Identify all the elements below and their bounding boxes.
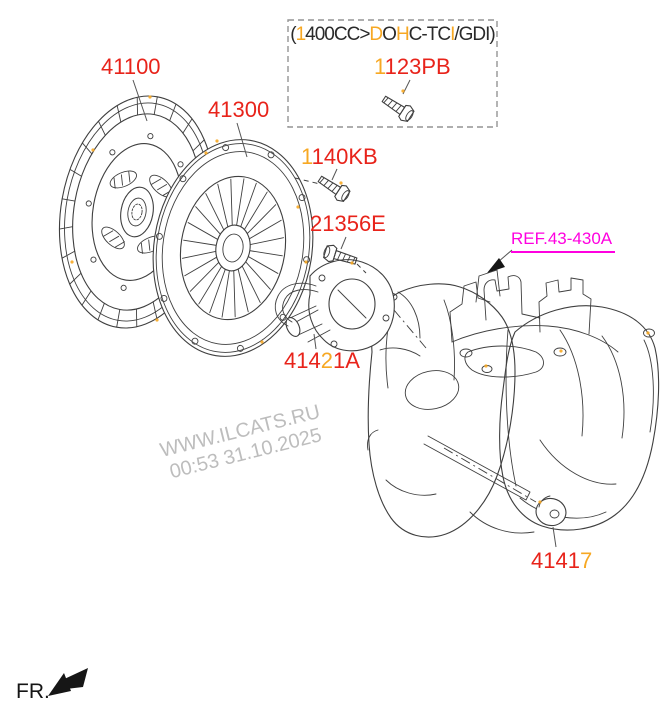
part-label-21356e[interactable]: 21356E [310, 213, 386, 235]
part-label-segment: 41100 [101, 54, 161, 79]
part-label-segment: 140KB [311, 144, 378, 169]
variant-title-segment: 1 [295, 24, 307, 45]
part-label-1140kb[interactable]: 1140KB [301, 146, 378, 168]
assembly-dashed-connectors [294, 177, 537, 503]
highlight-dots [70, 89, 650, 504]
part-label-41417[interactable]: 41417 [531, 550, 592, 572]
variant-dashed-box [287, 19, 498, 128]
variant-title: (1400CC>DOHC-TCI/GDI) [288, 24, 497, 46]
variant-title-segment: 400CC> [305, 24, 370, 45]
ref-arrow [487, 249, 513, 273]
ref-link-43-430a[interactable]: REF.43-430A [511, 229, 616, 253]
part-label-segment: 1A [332, 348, 360, 373]
plug-drawing [535, 495, 567, 527]
variant-title-segment: I [450, 24, 455, 45]
variant-title-segment: /GDI) [454, 24, 495, 45]
variant-title-segment: O [382, 24, 397, 45]
variant-title-segment: C-TC [408, 24, 451, 45]
variant-title-segment: ( [290, 24, 296, 45]
variant-title-segment: D [369, 24, 383, 45]
part-label-41421a[interactable]: 41421A [284, 350, 360, 372]
part-label-segment: 123PB [384, 54, 451, 79]
part-label-segment: 2 [320, 348, 333, 373]
transmission-drawing [367, 269, 660, 538]
part-label-41300[interactable]: 41300 [208, 99, 269, 121]
part-label-1123pb[interactable]: 1123PB [374, 56, 451, 78]
clutch-cover-drawing [152, 139, 314, 357]
part-label-segment: 7 [579, 548, 593, 573]
part-label-41100[interactable]: 41100 [101, 56, 161, 78]
fr-direction-label: FR. [16, 680, 50, 703]
fr-direction-arrow-icon [48, 668, 88, 696]
hex-bolt-1123pb-drawing [378, 91, 417, 125]
part-label-segment: 414 [284, 348, 321, 373]
variant-title-segment: H [395, 24, 410, 45]
part-label-segment: 1 [374, 54, 385, 79]
part-label-segment: 4141 [531, 548, 580, 573]
part-label-segment: 41300 [208, 97, 270, 122]
release-cylinder-drawing [274, 259, 395, 352]
part-label-segment: 1 [301, 144, 312, 169]
part-label-segment: 21356E [310, 211, 386, 236]
